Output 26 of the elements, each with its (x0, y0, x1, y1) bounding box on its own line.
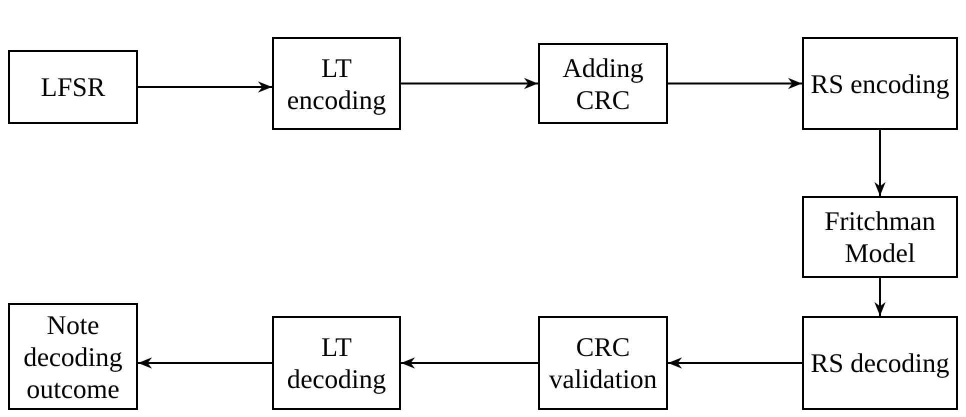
arrow (668, 78, 802, 90)
box-label: RS encoding (810, 68, 950, 100)
box-label: LT decoding (286, 331, 387, 395)
box-label: Note decoding outcome (22, 308, 124, 404)
process-box (272, 37, 401, 130)
box-label: CRC validation (548, 331, 658, 395)
arrow (874, 278, 886, 316)
process-box (8, 50, 138, 124)
box-label: LT encoding (286, 52, 387, 116)
process-box (802, 316, 958, 410)
box-label: RS decoding (810, 347, 950, 379)
arrow (401, 78, 538, 90)
box-label: Adding CRC (562, 52, 644, 116)
process-box (538, 43, 668, 124)
arrow (401, 357, 538, 369)
arrow (138, 357, 272, 369)
process-box (8, 303, 138, 410)
arrow (874, 130, 886, 196)
box-label: Fritchman Model (824, 205, 936, 269)
process-box (538, 316, 668, 410)
arrow (668, 357, 802, 369)
arrow (138, 81, 272, 93)
process-box (802, 37, 958, 130)
process-box (802, 196, 958, 278)
process-box (272, 316, 401, 410)
box-label: LFSR (40, 71, 106, 103)
